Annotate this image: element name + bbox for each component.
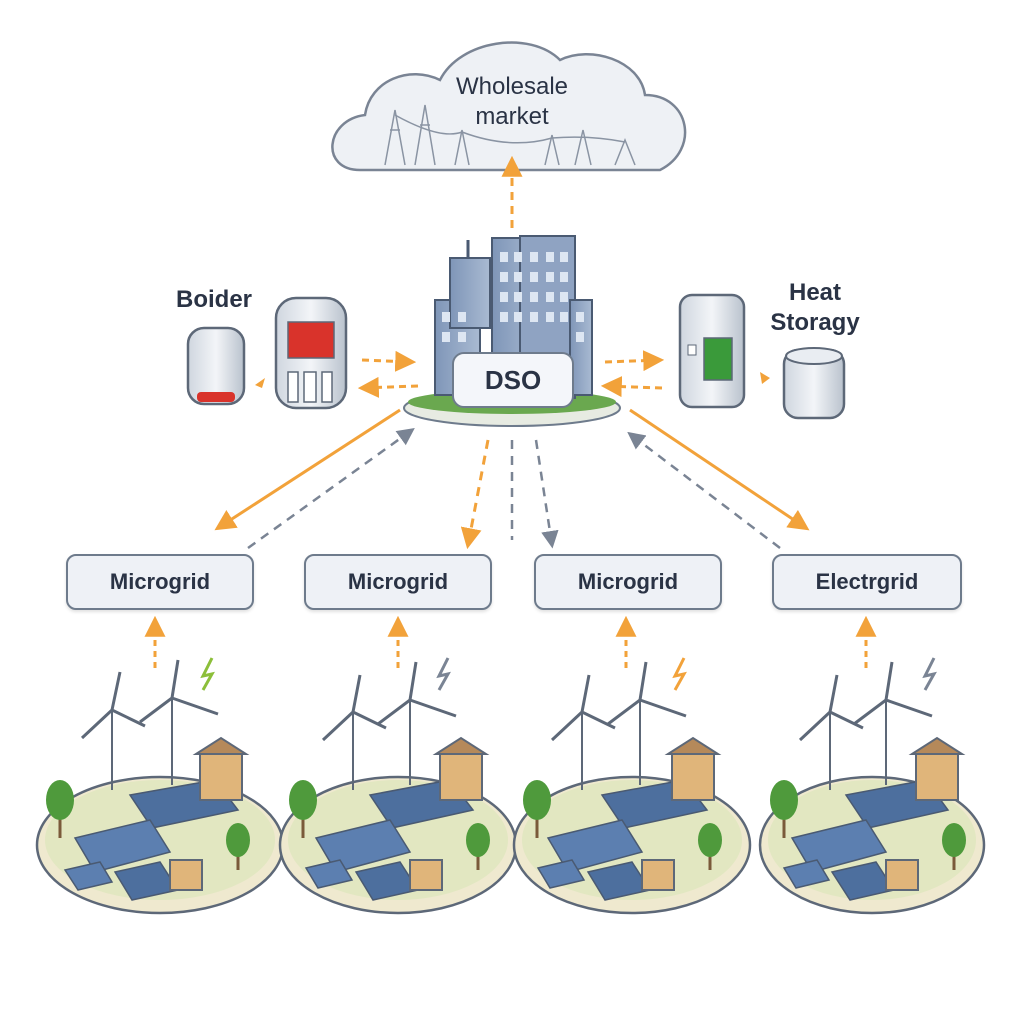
grid-node-4[interactable]: Electrgrid: [772, 554, 962, 610]
arrow-dso-to-grid-1: [214, 408, 401, 531]
wind-turbine-icon: [550, 661, 687, 790]
wholesale-market-cloud: [331, 41, 687, 172]
lightning-icons: [200, 657, 937, 691]
wholesale-market-label: Wholesale market: [412, 72, 612, 132]
grid-node-3[interactable]: Microgrid: [534, 554, 722, 610]
heat-storage-label: Heat Storagy: [760, 278, 870, 338]
arrow-dso-to-heat-storage: [604, 350, 665, 372]
tree-icon: [46, 780, 250, 870]
boiler-icon: [186, 296, 348, 410]
house-icon: [409, 736, 490, 891]
arrow-grid-4-to-dso: [627, 431, 781, 549]
community-2: [278, 661, 518, 915]
grid-node-2[interactable]: Microgrid: [304, 554, 492, 610]
tree-icon: [770, 780, 966, 870]
tree-icon: [289, 780, 490, 870]
tree-icon: [523, 780, 722, 870]
heat-storage-label-line1: Heat: [788, 279, 842, 306]
dso-node[interactable]: DSO: [452, 352, 574, 408]
grid-node-1[interactable]: Microgrid: [66, 554, 254, 610]
house-icon: [169, 736, 250, 891]
wind-turbine-icon: [798, 661, 933, 790]
heat-storage-icon: [678, 293, 846, 420]
solar-panel-roofs: [304, 779, 475, 901]
boiler-label: Boider: [176, 286, 253, 313]
arrow-dso-to-grid-3: [534, 439, 559, 549]
wholesale-market-label-line2: market: [475, 103, 549, 130]
community-1: [35, 659, 285, 915]
arrow-dso-to-grid-2: [460, 439, 490, 550]
arrow-boiler-to-dso: [361, 350, 417, 372]
wholesale-market-label-line1: Wholesale: [455, 73, 569, 100]
wind-turbine-icon: [321, 661, 457, 790]
arrow-heat-storage-to-dso: [600, 376, 663, 398]
community-3: [512, 661, 752, 915]
transmission-towers-icon: [384, 104, 636, 166]
heat-storage-label-line2: Storagy: [770, 309, 860, 336]
house-icon: [885, 736, 966, 891]
arrow-grid-1-to-dso: [247, 427, 415, 550]
community-up-arrows: [144, 615, 877, 668]
community-4: [758, 661, 986, 915]
arrow-dso-to-grid-4: [629, 408, 810, 531]
wind-turbine-icon: [80, 659, 219, 790]
house-icon: [641, 736, 722, 891]
arrow-dso-to-boiler: [357, 376, 419, 398]
